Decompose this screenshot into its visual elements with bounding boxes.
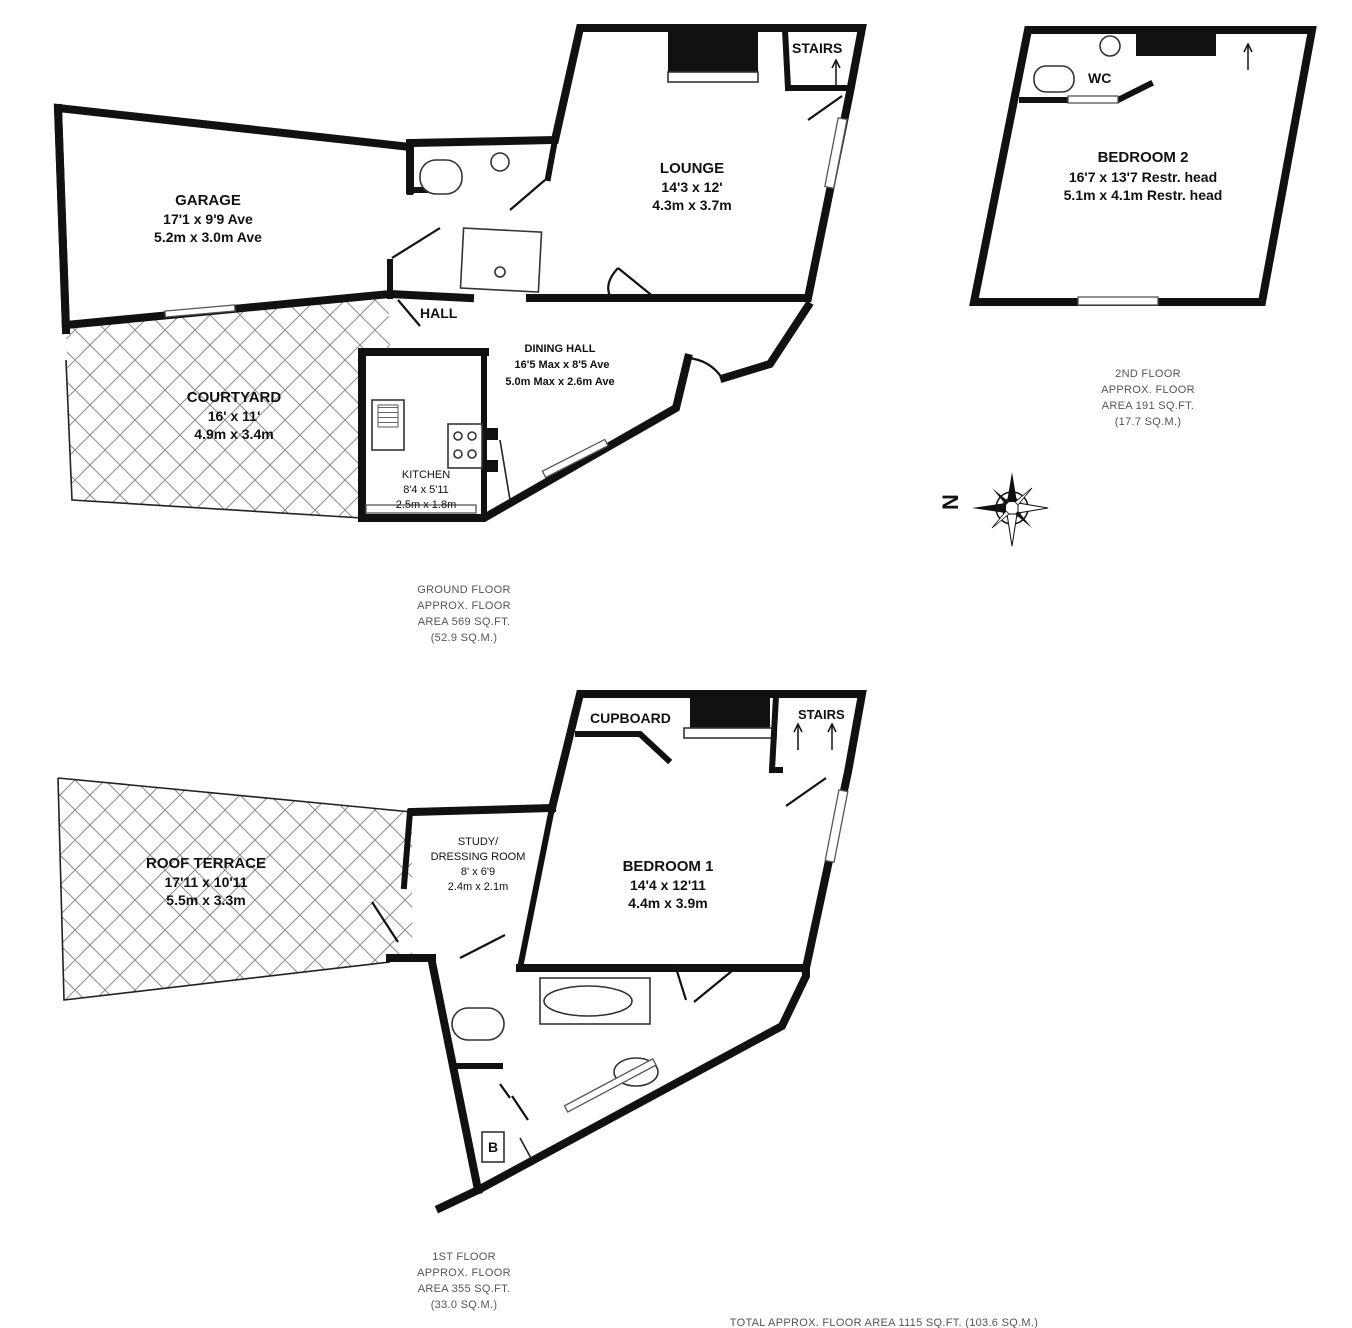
study-dim-imperial: 8' x 6'9 <box>461 866 495 878</box>
first-floor-area-caption: 1ST FLOOR APPROX. FLOOR AREA 355 SQ.FT. … <box>417 1251 511 1311</box>
dining-hall-dim-imperial: 16'5 Max x 8'5 Ave <box>515 359 610 371</box>
bedroom1-label: BEDROOM 1 <box>623 858 714 875</box>
boiler-label: B <box>488 1139 498 1155</box>
lounge-label: LOUNGE <box>660 160 724 177</box>
dining-hall-walls <box>719 300 814 383</box>
garage-dim-metric: 5.2m x 3.0m Ave <box>154 229 262 245</box>
bedroom2-dim-imperial: 16'7 x 13'7 Restr. head <box>1069 169 1217 185</box>
bedroom1-dim-metric: 4.4m x 3.9m <box>628 895 707 911</box>
svg-text:AREA 355 SQ.FT.: AREA 355 SQ.FT. <box>418 1283 511 1295</box>
kitchen-label: KITCHEN <box>402 469 450 481</box>
roof-terrace-label: ROOF TERRACE <box>146 855 266 872</box>
svg-text:APPROX. FLOOR: APPROX. FLOOR <box>417 1267 511 1279</box>
svg-text:(17.7 SQ.M.): (17.7 SQ.M.) <box>1115 416 1182 428</box>
dining-hall-label: DINING HALL <box>525 343 596 355</box>
svg-text:AREA 191 SQ.FT.: AREA 191 SQ.FT. <box>1102 400 1195 412</box>
courtyard-label: COURTYARD <box>187 389 282 406</box>
study-label-line2: DRESSING ROOM <box>431 851 526 863</box>
cupboard-label: CUPBOARD <box>590 710 671 726</box>
svg-text:1ST FLOOR: 1ST FLOOR <box>432 1251 496 1263</box>
hall-label: HALL <box>420 305 458 321</box>
compass-rose-icon: N <box>938 472 1049 547</box>
bedroom1-walls <box>516 690 867 972</box>
ground-floor-area-caption: GROUND FLOOR APPROX. FLOOR AREA 569 SQ.F… <box>417 584 511 644</box>
garage-dim-imperial: 17'1 x 9'9 Ave <box>163 211 253 227</box>
dining-hall-dim-metric: 5.0m Max x 2.6m Ave <box>505 376 614 388</box>
lounge-dim-imperial: 14'3 x 12' <box>661 179 722 195</box>
svg-text:(52.9 SQ.M.): (52.9 SQ.M.) <box>431 632 498 644</box>
roof-terrace-dim-imperial: 17'11 x 10'11 <box>165 874 248 890</box>
svg-text:APPROX. FLOOR: APPROX. FLOOR <box>417 600 511 612</box>
svg-text:GROUND FLOOR: GROUND FLOOR <box>417 584 510 596</box>
svg-text:(33.0 SQ.M.): (33.0 SQ.M.) <box>431 1299 498 1311</box>
study-dim-metric: 2.4m x 2.1m <box>448 881 509 893</box>
svg-text:2ND FLOOR: 2ND FLOOR <box>1115 368 1181 380</box>
study-label-line1: STUDY/ <box>458 836 499 848</box>
svg-text:AREA 569 SQ.FT.: AREA 569 SQ.FT. <box>418 616 511 628</box>
second-floor-area-caption: 2ND FLOOR APPROX. FLOOR AREA 191 SQ.FT. … <box>1101 368 1195 428</box>
stairs-label-first: STAIRS <box>798 707 845 722</box>
courtyard-area <box>66 296 390 518</box>
first-floor-plan: B CUPBOARD STAIRS ROOF TERRACE 17'11 x 1… <box>57 690 867 1311</box>
total-area-caption: TOTAL APPROX. FLOOR AREA 1115 SQ.FT. (10… <box>730 1317 1038 1328</box>
svg-text:APPROX. FLOOR: APPROX. FLOOR <box>1101 384 1195 396</box>
compass-north-label: N <box>938 494 963 510</box>
courtyard-dim-imperial: 16' x 11' <box>208 408 261 424</box>
bedroom2-dim-metric: 5.1m x 4.1m Restr. head <box>1064 187 1223 203</box>
courtyard-dim-metric: 4.9m x 3.4m <box>194 426 273 442</box>
garage-label: GARAGE <box>175 192 241 209</box>
bedroom2-walls <box>969 26 1317 306</box>
bedroom1-dim-imperial: 14'4 x 12'11 <box>630 877 706 893</box>
stairs-label-ground: STAIRS <box>792 40 842 56</box>
wc-label: WC <box>1088 70 1111 86</box>
lounge-dim-metric: 4.3m x 3.7m <box>652 197 731 213</box>
second-floor-plan: WC BEDROOM 2 16'7 x 13'7 Restr. head 5.1… <box>969 26 1317 428</box>
kitchen-dim-imperial: 8'4 x 5'11 <box>403 484 449 496</box>
kitchen-dim-metric: 2.5m x 1.8m <box>396 499 457 511</box>
bedroom2-label: BEDROOM 2 <box>1098 149 1189 166</box>
roof-terrace-dim-metric: 5.5m x 3.3m <box>166 892 245 908</box>
roof-terrace-area <box>58 778 412 1000</box>
ground-floor-plan: GARAGE 17'1 x 9'9 Ave 5.2m x 3.0m Ave LO… <box>53 24 867 644</box>
